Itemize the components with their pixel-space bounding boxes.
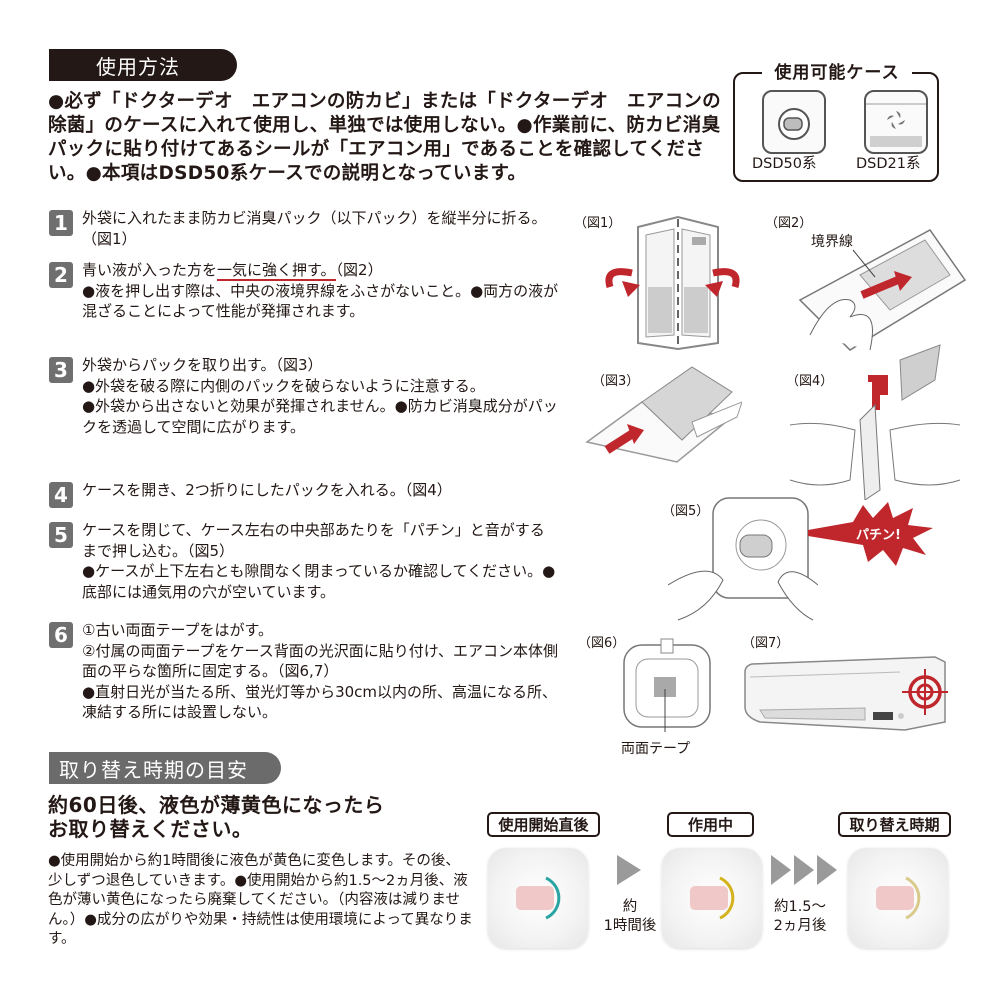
device-stage-active bbox=[662, 848, 762, 948]
fig1-label: （図1） bbox=[574, 216, 622, 231]
stage-tag-start: 使用開始直後 bbox=[487, 812, 600, 837]
step-6: 6 ①古い両面テープをはがす。 ②付属の両面テープをケース背面の光沢面に貼り付け… bbox=[49, 620, 559, 723]
step-text: ケースを開き、2つ折りにしたパックを入れる。（図4） bbox=[82, 481, 452, 499]
case-label-dsd50: DSD50系 bbox=[752, 156, 817, 172]
device-stage-replace bbox=[848, 848, 948, 948]
replacement-description: ●使用開始から約1時間後に液色が黄色に変色します。その後、少しずつ退色していきま… bbox=[48, 853, 473, 947]
fan-case-icon bbox=[864, 90, 928, 154]
fig3-label: （図3） bbox=[592, 374, 640, 389]
fig2-label: （図2） bbox=[765, 216, 813, 231]
step-text: ケースを閉じて、ケース左右の中央部あたりを「パチン」と音がするまで押し込む。（図… bbox=[82, 521, 556, 601]
transition-2-text: 約1.5〜 2ヵ月後 bbox=[773, 899, 827, 934]
usage-section-header: 使用方法 bbox=[49, 49, 237, 81]
arrow-right-icon bbox=[617, 855, 643, 889]
replacement-section-header: 取り替え時期の目安 bbox=[49, 752, 281, 784]
fig5-close-case-illustration bbox=[667, 490, 819, 629]
fig7-label: （図7） bbox=[742, 636, 790, 651]
usage-intro: ●必ず「ドクターデオ エアコンの防カビ」または「ドクターデオ エアコンの除菌」の… bbox=[48, 91, 721, 184]
step-text: 外袋に入れたまま防カビ消臭パック（以下パック）を縦半分に折る。（図1） bbox=[82, 209, 547, 248]
fig1-fold-pack-illustration bbox=[600, 215, 745, 354]
transition-1-text: 約 1時間後 bbox=[603, 899, 657, 934]
step-text: 外袋からパックを取り出す。（図3） ●外袋を破る際に内側のパックを破らないように… bbox=[82, 356, 558, 436]
fig6-label: （図6） bbox=[578, 636, 626, 651]
triple-arrow-right-icon bbox=[771, 855, 841, 889]
case-label-dsd21: DSD21系 bbox=[856, 156, 921, 172]
step-1: 1 外袋に入れたまま防カビ消臭パック（以下パック）を縦半分に折る。（図1） bbox=[49, 208, 559, 249]
fig6-tape-callout: 両面テープ bbox=[621, 741, 691, 757]
step-number: 6 bbox=[49, 622, 73, 648]
step-number: 4 bbox=[49, 482, 73, 508]
compatible-cases-title: 使用可能ケース bbox=[762, 58, 912, 83]
fig4-label: （図4） bbox=[786, 374, 834, 389]
fig2-boundary-callout: 境界線 bbox=[811, 234, 853, 250]
step-number: 2 bbox=[49, 262, 73, 288]
step-text: ①古い両面テープをはがす。 ②付属の両面テープをケース背面の光沢面に貼り付け、エ… bbox=[82, 621, 559, 721]
fig4-insert-pack-illustration bbox=[780, 340, 970, 504]
round-case-icon bbox=[762, 90, 826, 154]
fig5-label: （図5） bbox=[662, 504, 710, 519]
usage-section-title: 使用方法 bbox=[96, 54, 180, 79]
fig2-press-pack-illustration bbox=[790, 225, 970, 359]
step-5: 5 ケースを閉じて、ケース左右の中央部あたりを「パチン」と音がするまで押し込む。… bbox=[49, 520, 559, 602]
target-mark-icon bbox=[902, 669, 948, 715]
device-stage-start bbox=[488, 848, 588, 948]
emphasis-underline: 一気に強く押す。 bbox=[217, 261, 336, 281]
step-number: 1 bbox=[49, 210, 73, 236]
step-text: 青い液が入った方を一気に強く押す。（図2） ●液を押し出す際は、中央の液境界線を… bbox=[82, 261, 559, 320]
snap-burst-icon: パチン! bbox=[808, 500, 938, 574]
fig3-remove-pack-illustration bbox=[582, 362, 743, 476]
fig7-aircon-illustration bbox=[740, 652, 955, 736]
replacement-section-title: 取り替え時期の目安 bbox=[59, 757, 248, 782]
step-3: 3 外袋からパックを取り出す。（図3） ●外袋を破る際に内側のパックを破らないよ… bbox=[49, 355, 559, 437]
fig6-case-back-illustration bbox=[622, 637, 712, 736]
snap-burst-text: パチン! bbox=[856, 528, 901, 543]
step-number: 5 bbox=[49, 522, 73, 548]
step-number: 3 bbox=[49, 357, 73, 383]
step-4: 4 ケースを開き、2つ折りにしたパックを入れる。（図4） bbox=[49, 480, 559, 508]
stage-tag-replace: 取り替え時期 bbox=[838, 812, 951, 837]
stage-tag-active: 作用中 bbox=[667, 812, 754, 837]
replacement-headline: 約60日後、液色が薄黄色になったら お取り替えください。 bbox=[48, 793, 385, 841]
step-2: 2 青い液が入った方を一気に強く押す。（図2） ●液を押し出す際は、中央の液境界… bbox=[49, 260, 559, 322]
